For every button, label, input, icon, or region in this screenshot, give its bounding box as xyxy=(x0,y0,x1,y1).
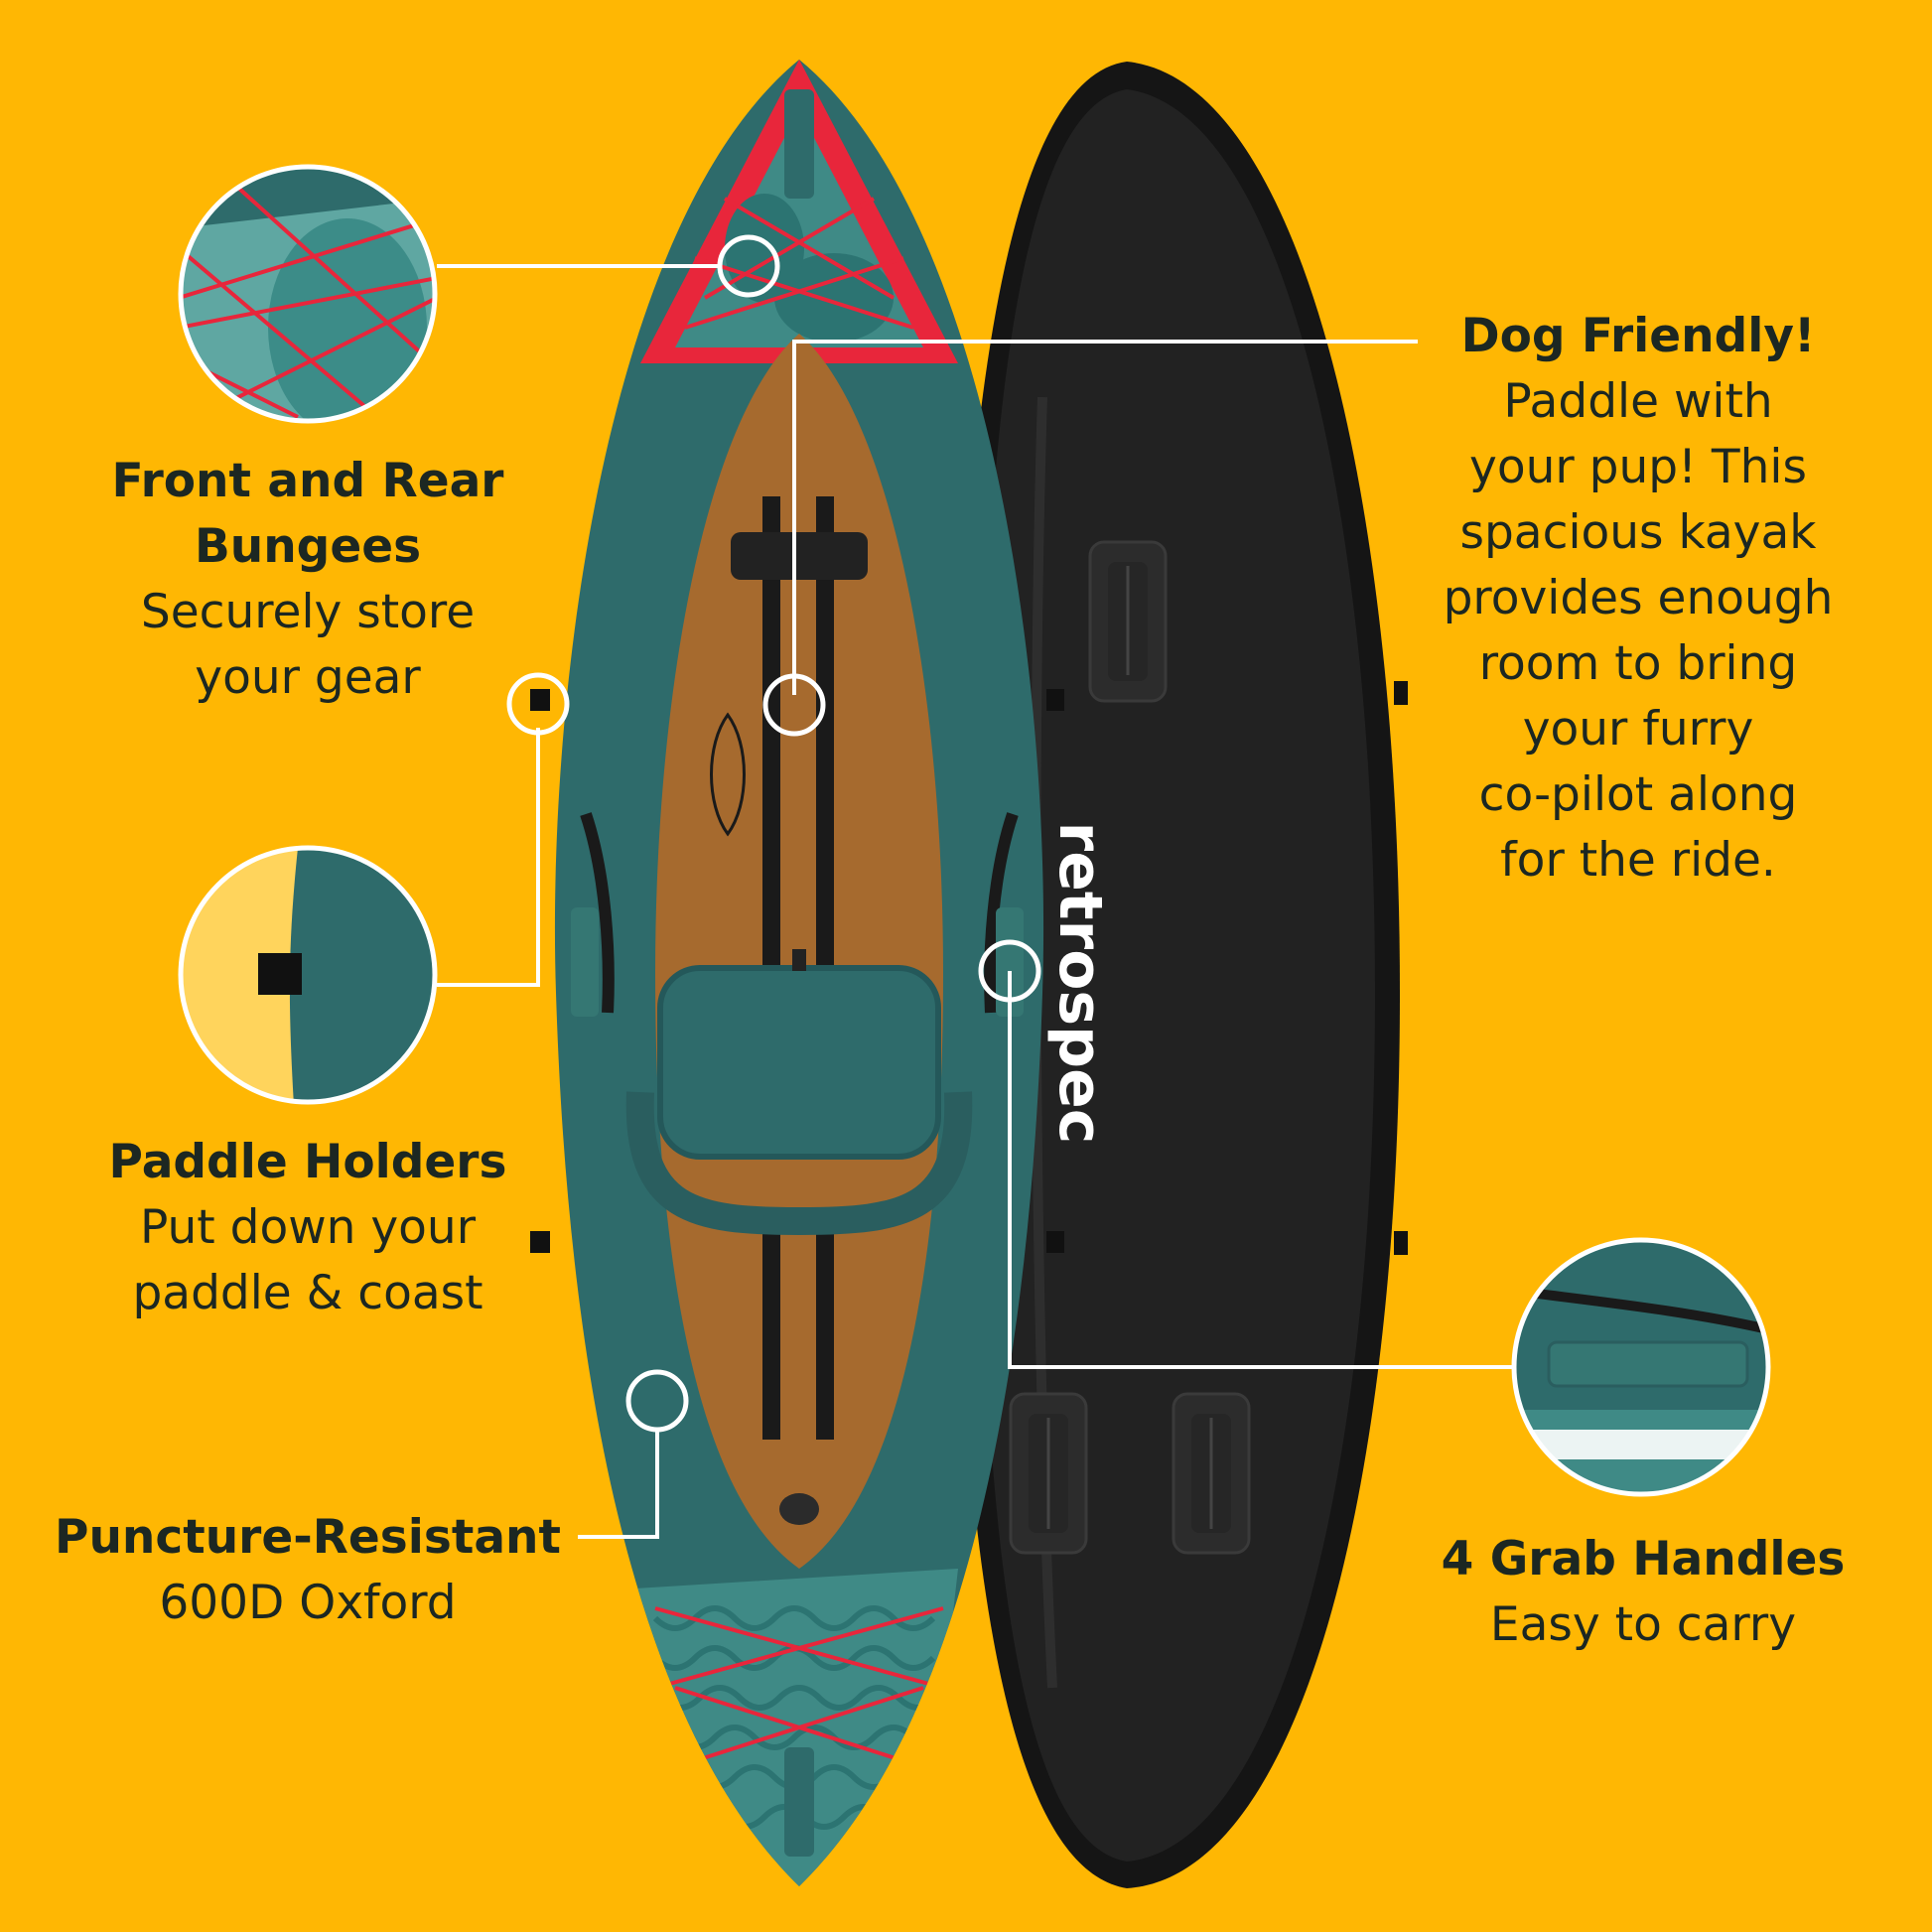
feature-bungees-title-line2: Bungees xyxy=(194,519,422,574)
kayak-underside xyxy=(953,62,1408,1888)
bungee-closeup-icon xyxy=(178,164,438,424)
feature-bungees-desc-line1: Securely store xyxy=(140,585,476,639)
feature-dog-desc-line: Paddle with xyxy=(1503,374,1773,429)
feature-bungees: Front and Rear Bungees Securely store yo… xyxy=(60,449,556,711)
callout-markers xyxy=(506,234,1041,1433)
feature-paddle-holders: Paddle Holders Put down your paddle & co… xyxy=(60,1130,556,1326)
feature-dog-desc-line: spacious kayak xyxy=(1459,505,1817,560)
feature-paddle-holders-desc-line1: Put down your xyxy=(139,1200,477,1255)
grab-handle-closeup-icon xyxy=(1511,1237,1771,1497)
feature-paddle-holders-title: Paddle Holders xyxy=(108,1135,507,1189)
kayak-top-view: retrospec xyxy=(530,60,1115,1886)
feature-grab-title: 4 Grab Handles xyxy=(1441,1532,1846,1587)
underside-handle xyxy=(1172,1392,1251,1555)
feature-grab-desc: Easy to carry xyxy=(1489,1597,1797,1652)
feature-dog-desc-line: your pup! This xyxy=(1469,440,1807,494)
brand-wordmark: retrospec xyxy=(1045,822,1115,1145)
underside-handle xyxy=(1088,540,1168,703)
feature-dog-desc-line: provides enough xyxy=(1443,571,1834,625)
feature-dog-desc-line: for the ride. xyxy=(1500,833,1776,888)
paddle-holder-closeup-icon xyxy=(178,845,438,1105)
feature-dog-desc-line: room to bring xyxy=(1478,636,1798,691)
feature-dog-desc-line: your furry xyxy=(1522,702,1754,757)
feature-bungees-desc-line2: your gear xyxy=(195,650,421,705)
kayak-seat xyxy=(625,949,973,1236)
feature-dog-desc-line: co-pilot along xyxy=(1478,767,1798,822)
callout-lines xyxy=(437,264,1514,1539)
feature-dog-title: Dog Friendly! xyxy=(1460,309,1816,363)
feature-puncture-desc: 600D Oxford xyxy=(159,1576,457,1630)
feature-puncture-title: Puncture-Resistant xyxy=(55,1510,561,1565)
feature-bungees-title-line1: Front and Rear xyxy=(111,454,504,508)
underside-handle xyxy=(1009,1392,1088,1555)
feature-puncture-resistant: Puncture-Resistant 600D Oxford xyxy=(50,1505,566,1636)
feature-paddle-holders-desc-line2: paddle & coast xyxy=(132,1266,483,1320)
feature-grab-handles: 4 Grab Handles Easy to carry xyxy=(1420,1527,1866,1658)
feature-dog-friendly: Dog Friendly! Paddle with your pup! This… xyxy=(1420,304,1857,894)
